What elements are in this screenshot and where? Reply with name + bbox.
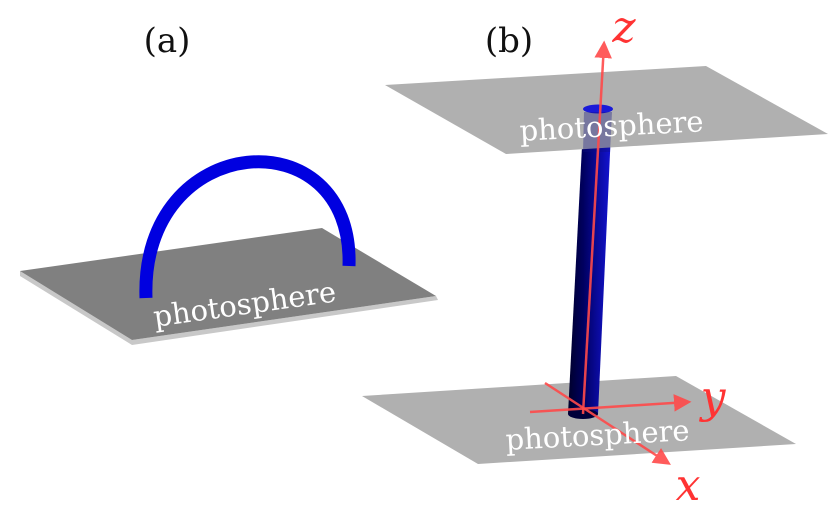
panel-b: (b) photosphere photosphere z y x bbox=[362, 2, 828, 511]
y-axis-label: y bbox=[699, 372, 727, 423]
panel-a-label: (a) bbox=[144, 21, 191, 61]
panel-b-label: (b) bbox=[485, 21, 533, 61]
flux-tube bbox=[568, 108, 612, 414]
flux-tube-through-plane bbox=[583, 112, 612, 152]
z-axis-label: z bbox=[611, 2, 636, 53]
x-axis bbox=[544, 381, 671, 465]
panel-a: (a) photosphere bbox=[20, 21, 438, 345]
photosphere-plane-edge bbox=[20, 271, 438, 345]
photosphere-plane bbox=[20, 228, 436, 340]
y-axis bbox=[529, 394, 692, 414]
flux-tube-top bbox=[583, 104, 613, 114]
z-axis bbox=[581, 40, 612, 415]
x-axis-label: x bbox=[676, 460, 701, 511]
magnetic-loop bbox=[139, 155, 356, 299]
